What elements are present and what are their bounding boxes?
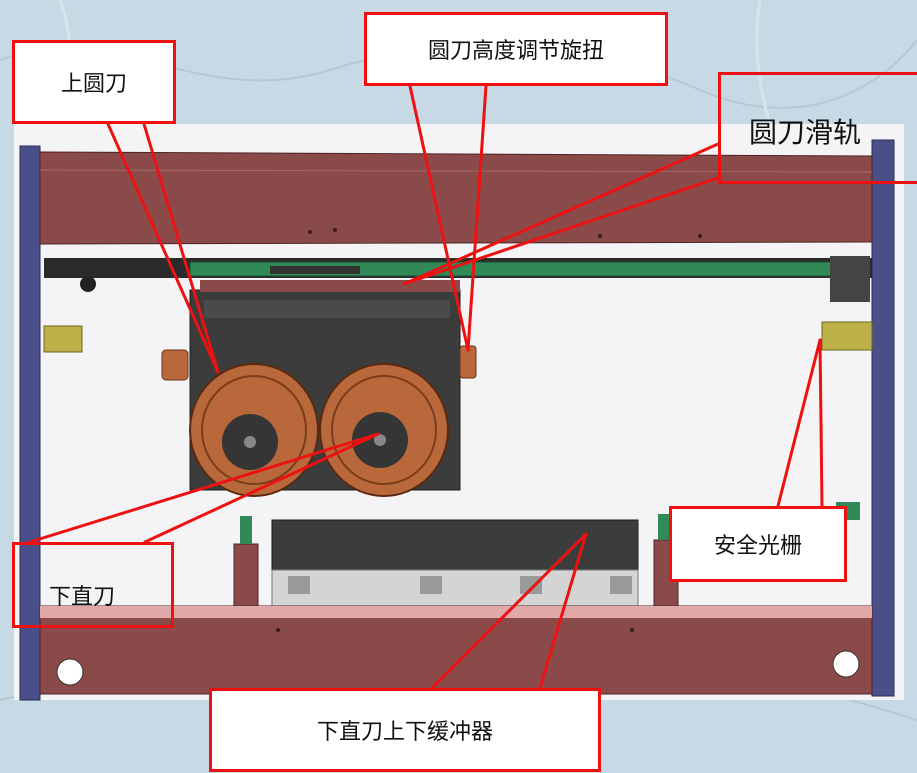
lower-knife-plate xyxy=(271,519,639,577)
right-side-plate xyxy=(871,139,895,697)
callout-upper-round-knife: 上圆刀 xyxy=(12,40,176,124)
callout-lower-straight-knife: 下直刀 xyxy=(12,542,174,628)
callout-knife-slide-rail: 圆刀滑轨 xyxy=(718,72,917,184)
callout-label: 圆刀高度调节旋扭 xyxy=(427,39,604,64)
left-bottom-hole xyxy=(56,658,84,686)
callout-label: 下直刀 xyxy=(49,585,116,610)
upper-round-knife-right xyxy=(319,363,449,497)
left-side-plate xyxy=(19,145,41,701)
callout-label: 圆刀滑轨 xyxy=(749,116,862,149)
left-light-sensor xyxy=(43,325,83,353)
right-height-knob xyxy=(459,345,477,379)
callout-label: 上圆刀 xyxy=(60,72,127,97)
upper-round-knife-left xyxy=(189,363,319,497)
callout-knife-height-knob: 圆刀高度调节旋扭 xyxy=(364,12,668,86)
callout-lower-knife-buffer: 下直刀上下缓冲器 xyxy=(209,688,601,772)
left-height-knob xyxy=(161,349,189,381)
callout-label: 安全光栅 xyxy=(713,534,802,559)
callout-safety-light-curtain: 安全光栅 xyxy=(669,506,847,582)
left-buffer-post xyxy=(233,543,259,609)
right-light-sensor xyxy=(821,321,873,351)
right-bottom-hole xyxy=(832,650,860,678)
callout-label: 下直刀上下缓冲器 xyxy=(316,720,493,745)
